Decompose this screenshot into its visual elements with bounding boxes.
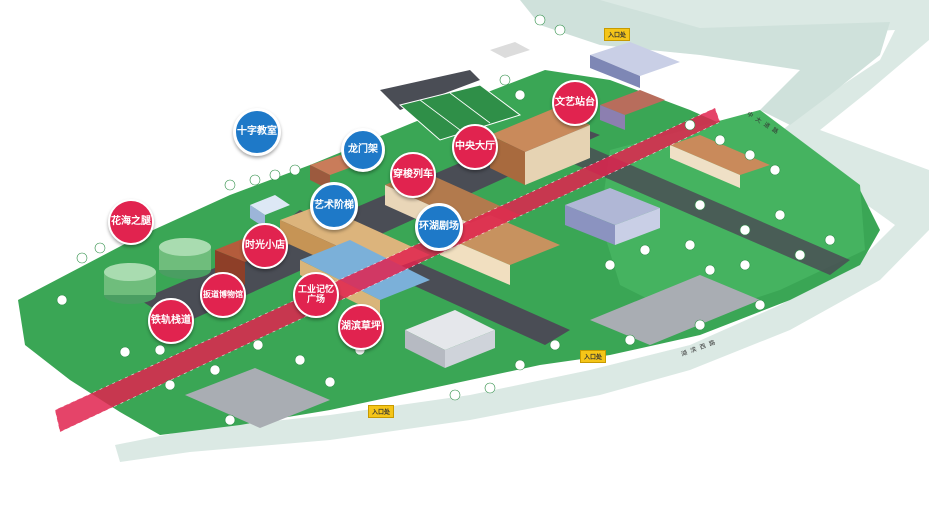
pin-train-through[interactable]: 穿梭列车 — [390, 152, 436, 198]
rail-band — [54, 107, 721, 433]
parking-east — [590, 275, 760, 345]
trees — [56, 14, 836, 426]
pin-lakeside-lawn[interactable]: 湖滨草坪 — [338, 304, 384, 350]
road-west — [380, 70, 480, 110]
gate-east[interactable]: 入口处 — [580, 350, 607, 363]
pin-central-hall[interactable]: 中央大厅 — [452, 124, 498, 170]
sports-court — [398, 84, 522, 141]
pin-art-stairs[interactable]: 艺术阶梯 — [310, 182, 358, 230]
gate-south[interactable]: 入口处 — [368, 405, 395, 418]
gate-north[interactable]: 入口处 — [604, 28, 631, 41]
pin-lake-theater[interactable]: 环湖剧场 — [415, 203, 463, 251]
pin-longmenjia[interactable]: 龙门架 — [341, 128, 385, 172]
river-band — [115, 0, 929, 462]
pin-industrial-square[interactable]: 工业记忆 广场 — [293, 272, 339, 318]
pin-rail-trail[interactable]: 铁轨栈道 — [148, 298, 194, 344]
oil-tanks — [104, 238, 211, 304]
road-main — [140, 120, 600, 325]
pin-wenyi-stage[interactable]: 文艺站台 — [552, 80, 598, 126]
pin-flower-sea[interactable]: 花海之腿 — [108, 199, 154, 245]
pin-time-shop[interactable]: 时光小店 — [242, 223, 288, 269]
pin-road-museum[interactable]: 扳道博物馆 — [200, 272, 246, 318]
parking-south — [185, 368, 330, 428]
pin-shizi-classroom[interactable]: 十字教室 — [233, 108, 281, 156]
